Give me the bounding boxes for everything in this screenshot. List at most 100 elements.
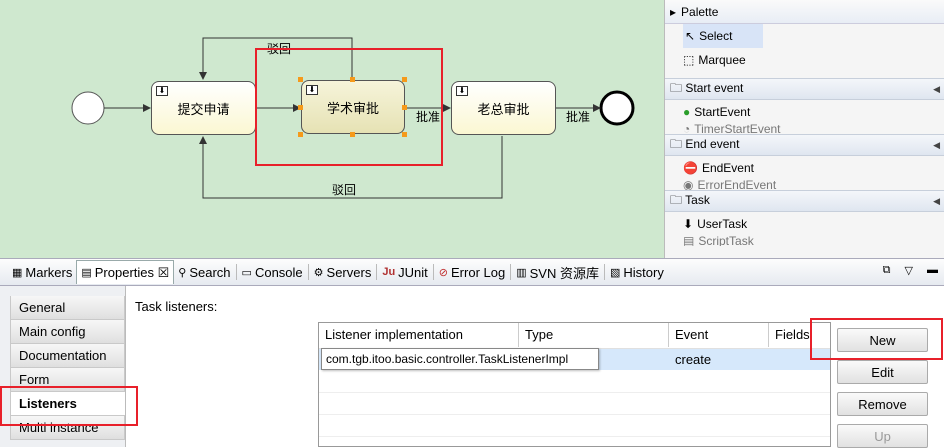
user-task-icon: ⬇ [456, 86, 468, 96]
ltab-main-config[interactable]: Main config [10, 320, 125, 344]
start-event-icon: ● [683, 105, 691, 119]
table-row-empty [319, 392, 830, 393]
column-header[interactable]: Type [519, 323, 669, 347]
tab-properties[interactable]: ▤Properties ☒ [76, 260, 175, 284]
flow-label-reject: 驳回 [332, 183, 357, 197]
selection-handle[interactable] [298, 105, 303, 110]
highlight-box [0, 386, 138, 426]
properties-tabs: General Main config Documentation Form L… [0, 286, 126, 447]
table-row-empty [319, 436, 830, 437]
error-log-icon: ⊘ [438, 266, 449, 279]
column-header[interactable]: Event [669, 323, 769, 347]
edit-button[interactable]: Edit [837, 360, 928, 384]
tab-svn[interactable]: ▥SVN 资源库 [516, 265, 599, 281]
divider [307, 264, 309, 280]
tab-error-log[interactable]: ⊘Error Log [438, 264, 506, 280]
error-icon: ◉ [683, 180, 694, 190]
palette-section-start-event[interactable]: 🗀 Start event ◀ [665, 78, 944, 100]
selection-handle[interactable] [298, 77, 303, 82]
palette-header: ▸ Palette [665, 0, 944, 24]
palette-item-script-task[interactable]: ▤ ScriptTask [683, 236, 754, 246]
flow-label-approve: 批准 [416, 110, 441, 124]
collapse-icon[interactable]: ◀ [933, 83, 940, 94]
start-event[interactable] [71, 91, 105, 125]
tab-console[interactable]: ▭Console [241, 264, 303, 280]
tab-servers[interactable]: ⚙Servers [313, 264, 372, 280]
marquee-icon: ⬚ [683, 53, 695, 67]
palette-item-end-event[interactable]: ⛔ EndEvent [683, 161, 754, 175]
markers-icon: ▦ [12, 266, 23, 279]
task-academic-approval[interactable]: ⬇ 学术审批 [301, 80, 405, 134]
user-task-icon: ⬇ [683, 217, 694, 231]
column-header[interactable]: Fields [775, 327, 810, 342]
pin-icon[interactable]: ⧉ [882, 264, 891, 276]
user-task-icon: ⬇ [156, 86, 168, 96]
listener-table[interactable]: Listener implementation Type Event Field… [318, 322, 831, 447]
palette-section-end-event[interactable]: 🗀 End event ◀ [665, 134, 944, 156]
ltab-listeners[interactable]: Listeners [10, 392, 125, 416]
end-event-icon: ⛔ [683, 161, 698, 175]
divider [235, 264, 237, 280]
divider [603, 264, 605, 280]
script-icon: ▤ [683, 236, 695, 246]
search-icon: ⚲ [178, 266, 187, 279]
up-button[interactable]: Up [837, 424, 928, 448]
palette-item-timer-start-event[interactable]: ◔ TimerStartEvent [683, 124, 781, 134]
new-button[interactable]: New [837, 328, 928, 352]
selection-handle[interactable] [350, 132, 355, 137]
divider [376, 264, 378, 280]
highlight-box [255, 48, 443, 166]
junit-icon: Ju [382, 266, 396, 278]
tab-markers[interactable]: ▦Markers [12, 264, 73, 280]
remove-button[interactable]: Remove [837, 392, 928, 416]
highlight-box [810, 318, 943, 360]
collapse-icon[interactable]: ◀ [933, 195, 940, 206]
ltab-general[interactable]: General [10, 296, 125, 320]
svn-icon: ▥ [516, 266, 527, 279]
folder-icon: 🗀 [670, 80, 683, 95]
folder-icon: 🗀 [670, 192, 683, 207]
table-row-empty [319, 414, 830, 415]
diagram-canvas[interactable]: ⬇ 提交申请 ⬇ 学术审批 ⬇ 老总审批 驳回 驳回 批准 批准 [0, 0, 664, 258]
servers-icon: ⚙ [313, 266, 324, 279]
palette-panel: ▸ Palette ↖ Select ⬚ Marquee 🗀 Start eve… [664, 0, 944, 258]
task-submit[interactable]: ⬇ 提交申请 [151, 81, 256, 135]
palette-tool-marquee[interactable]: ⬚ Marquee [683, 53, 746, 67]
palette-tool-select[interactable]: ↖ Select [683, 24, 763, 48]
console-icon: ▭ [241, 266, 252, 279]
palette-item-error-end-event[interactable]: ◉ ErrorEndEvent [683, 180, 777, 190]
view-menu-icon[interactable]: ▽ [904, 265, 913, 277]
tab-history[interactable]: ▧History [609, 264, 664, 280]
cell-implementation: com.tgb.itoo.basic.controller.TaskListen… [321, 348, 599, 370]
cell-event: create [675, 352, 712, 367]
selection-handle[interactable] [350, 77, 355, 82]
properties-icon: ▤ [81, 267, 92, 279]
palette-item-start-event[interactable]: ● StartEvent [683, 105, 751, 119]
palette-section-task[interactable]: 🗀 Task ◀ [665, 190, 944, 212]
selection-handle[interactable] [402, 132, 407, 137]
selection-handle[interactable] [402, 77, 407, 82]
selection-handle[interactable] [402, 105, 407, 110]
history-icon: ▧ [609, 266, 621, 279]
column-header[interactable]: Listener implementation [319, 323, 519, 347]
divider [510, 264, 512, 280]
folder-icon: 🗀 [670, 136, 683, 151]
ltab-multi-instance[interactable]: Multi instance [10, 416, 125, 440]
palette-item-user-task[interactable]: ⬇ UserTask [683, 217, 748, 231]
ltab-documentation[interactable]: Documentation [10, 344, 125, 368]
ltab-form[interactable]: Form [10, 368, 125, 392]
tab-search[interactable]: ⚲Search [178, 264, 231, 280]
collapse-icon[interactable]: ◀ [933, 139, 940, 150]
divider [432, 264, 434, 280]
task-ceo-approval[interactable]: ⬇ 老总审批 [451, 81, 556, 135]
view-toolbar: ⧉ ▽ ▬ [883, 264, 938, 277]
selection-handle[interactable] [298, 132, 303, 137]
minimize-icon[interactable]: ▬ [927, 264, 938, 276]
section-label: Task listeners: [135, 299, 218, 314]
flow-label-approve: 批准 [566, 110, 591, 124]
timer-icon: ◔ [683, 124, 691, 134]
view-tabs: ▦Markers ▤Properties ☒ ⚲Search ▭Console … [0, 258, 944, 286]
flow-lines [71, 37, 635, 199]
end-event[interactable] [599, 90, 635, 126]
